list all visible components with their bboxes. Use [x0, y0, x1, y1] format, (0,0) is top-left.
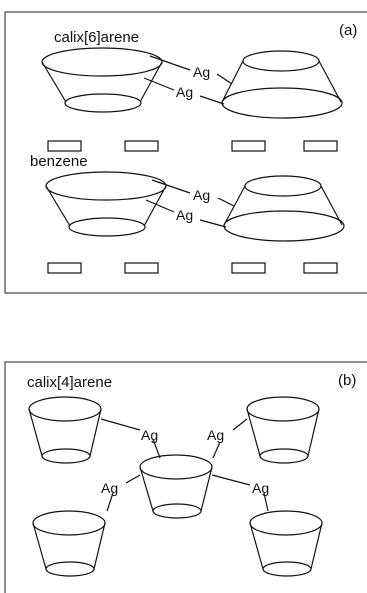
- benzene-rect: [303, 140, 338, 152]
- panel-a-frame: [4, 11, 367, 294]
- calix6arene-label: calix[6]arene: [54, 29, 139, 46]
- bond-line: [152, 438, 161, 459]
- bond-line: [100, 418, 141, 431]
- calix-cup-bottom-left: [45, 171, 167, 237]
- bond-line: [199, 95, 225, 105]
- benzene-rect: [124, 262, 159, 274]
- ag-label: Ag: [101, 480, 118, 496]
- calix4arene-label: calix[4]arene: [27, 374, 112, 391]
- calix-cup-lower-left: [32, 510, 106, 577]
- ag-label: Ag: [176, 84, 193, 100]
- bond-line: [211, 474, 251, 486]
- bond-line: [232, 418, 248, 431]
- benzene-rect: [303, 262, 338, 274]
- panel-b: (b) calix[4]arene: [4, 361, 367, 593]
- calix-cup-center: [139, 454, 213, 519]
- calix-cup-top-right: [221, 50, 343, 119]
- bond-line: [212, 441, 221, 459]
- calix-cup-lower-right: [249, 510, 323, 577]
- benzene-rect: [47, 140, 82, 152]
- bond-line: [263, 492, 269, 512]
- ag-label: Ag: [141, 427, 158, 443]
- calix-cup-upper-right: [246, 396, 320, 464]
- benzene-rect: [231, 262, 266, 274]
- bond-line: [216, 73, 233, 85]
- bond-line: [149, 55, 191, 71]
- ag-label: Ag: [193, 187, 210, 203]
- ag-label: Ag: [252, 480, 269, 496]
- ag-label: Ag: [193, 64, 210, 80]
- benzene-rect: [231, 140, 266, 152]
- benzene-rect: [47, 262, 82, 274]
- ag-label: Ag: [176, 207, 193, 223]
- benzene-row-top: [47, 140, 338, 152]
- benzene-label: benzene: [30, 153, 88, 170]
- bond-line: [151, 179, 191, 194]
- calix-cup-top-left: [41, 47, 163, 113]
- panel-a-letter: (a): [339, 22, 357, 39]
- bond-line: [217, 197, 235, 207]
- calix-cup-upper-left: [28, 396, 102, 464]
- ag-label: Ag: [207, 427, 224, 443]
- panel-a: (a) calix[6]arene Ag Ag b: [4, 11, 367, 294]
- calix-cup-bottom-right: [223, 175, 345, 242]
- bond-line: [125, 474, 141, 484]
- bond-line: [143, 77, 175, 91]
- bond-line: [145, 199, 175, 213]
- panel-b-letter: (b): [338, 372, 356, 389]
- bond-line: [106, 492, 114, 512]
- benzene-row-bottom: [47, 262, 338, 274]
- panel-b-frame: [4, 361, 367, 593]
- benzene-rect: [124, 140, 159, 152]
- bond-line: [199, 219, 227, 228]
